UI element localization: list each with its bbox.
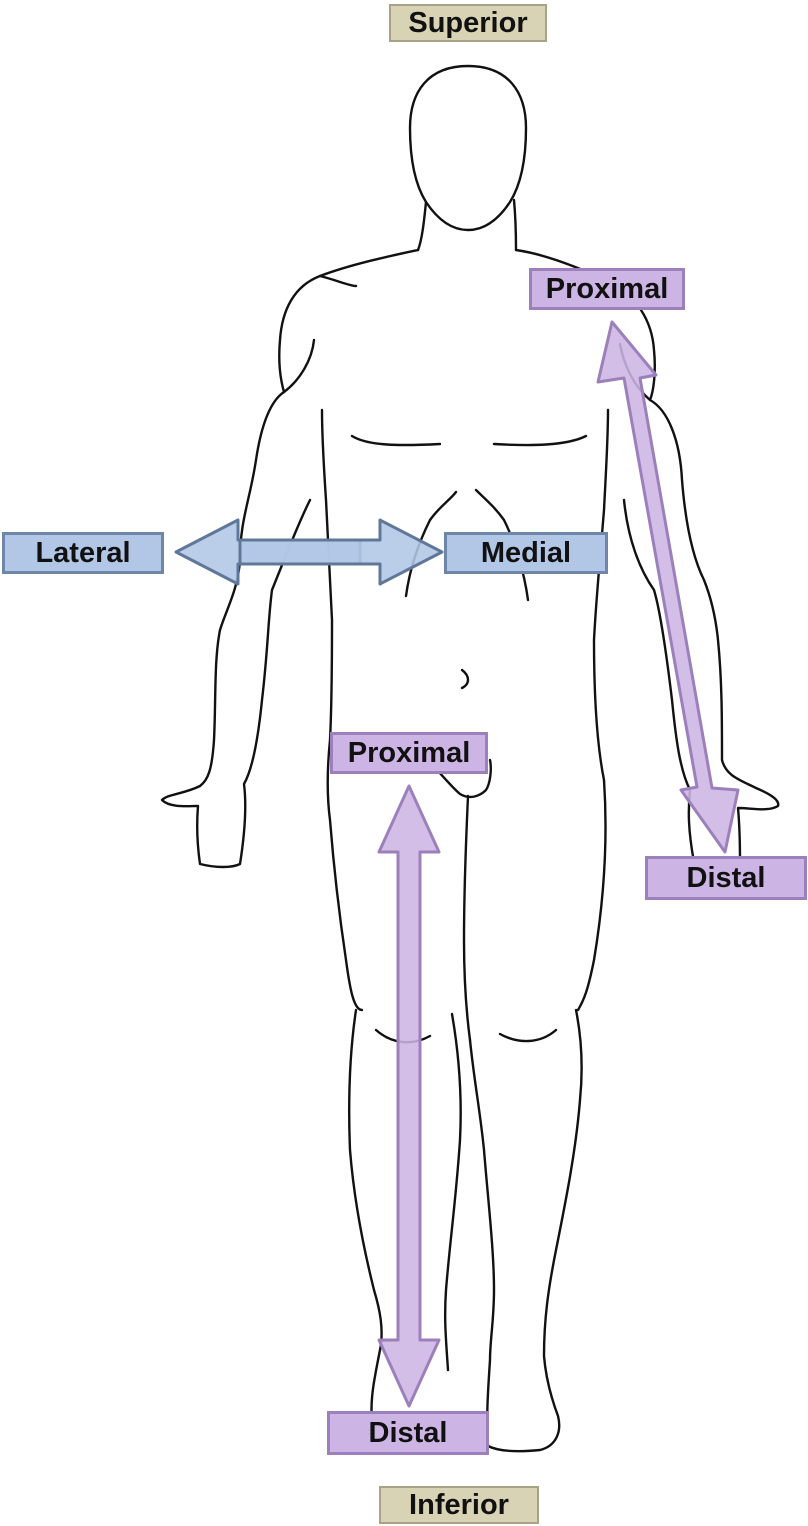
inferior-label: Inferior	[379, 1486, 539, 1524]
chest-line-left	[492, 434, 588, 447]
medial-label: Medial	[444, 532, 608, 574]
shoulder-right	[318, 274, 358, 288]
chest-line-right	[350, 434, 442, 447]
neck-left	[416, 200, 428, 252]
armpit-right-inner	[282, 338, 316, 394]
distal-leg-label: Distal	[327, 1411, 489, 1455]
ribcage-left	[474, 488, 530, 602]
knee-left	[498, 1028, 558, 1043]
proximal-arm-label: Proximal	[529, 268, 685, 310]
inner-thigh	[462, 794, 472, 1042]
navel	[460, 668, 470, 690]
arrow-to-medial	[238, 518, 444, 586]
ribcage-right	[404, 490, 458, 598]
torso-right-side	[514, 248, 780, 867]
leg-right-inner	[443, 1012, 462, 1372]
arm-proximal-distal-arrow	[596, 320, 740, 854]
leg-right-outer	[348, 1008, 383, 1422]
neck-right	[512, 198, 518, 252]
torso-right-flank	[576, 408, 610, 1012]
leg-proximal-distal-arrow	[377, 784, 441, 1408]
lateral-medial-arrows	[174, 518, 444, 586]
leg-left-inner	[468, 1008, 583, 1453]
torso-left-flank	[320, 408, 364, 1012]
arm-arrow	[596, 320, 740, 854]
proximal-leg-label: Proximal	[330, 732, 488, 774]
distal-arm-label: Distal	[645, 856, 807, 900]
superior-label: Superior	[389, 4, 547, 42]
head	[408, 64, 528, 232]
torso-left-side	[160, 248, 420, 869]
lateral-label: Lateral	[2, 532, 164, 574]
leg-arrow	[377, 784, 441, 1408]
